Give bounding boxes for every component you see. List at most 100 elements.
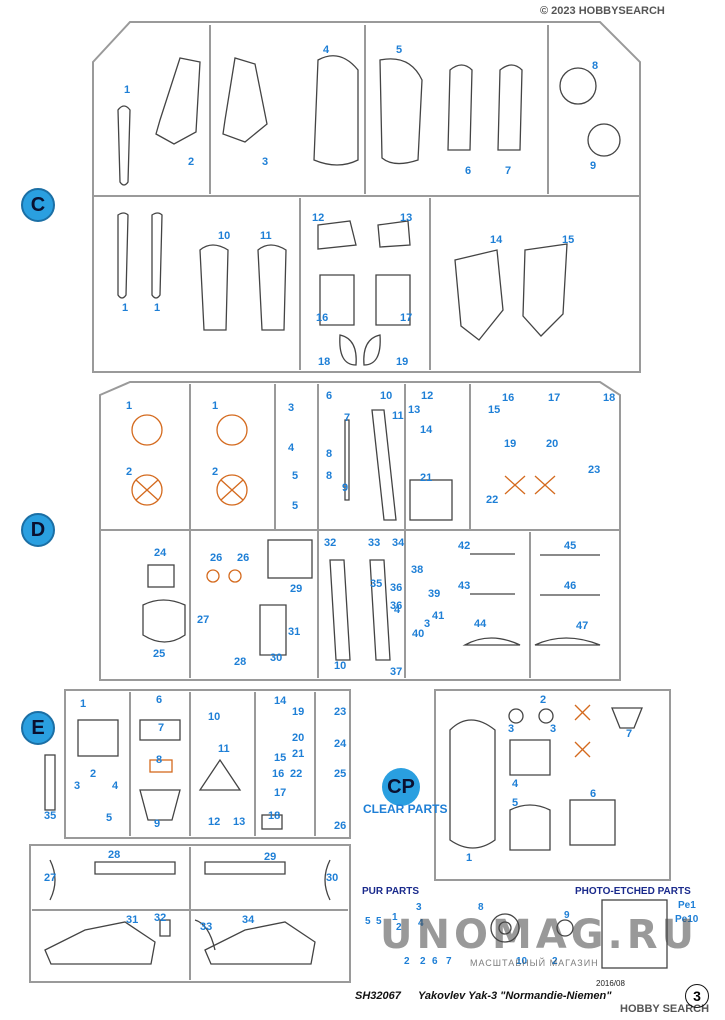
part-c2: [155, 57, 201, 145]
part-number-e-30: 30: [326, 872, 339, 884]
part-number-c-16: 16: [316, 312, 329, 324]
part-number-e-7: 7: [158, 722, 165, 734]
part-e11: [198, 758, 242, 791]
part-number-e-31: 31: [126, 914, 139, 926]
part-number-d-10: 10: [334, 660, 347, 672]
part-number-e-25: 25: [334, 768, 347, 780]
part-number-c-6: 6: [465, 165, 472, 177]
part-number-pur-1: 1: [392, 912, 398, 923]
part-number-pur-5: 5: [376, 916, 382, 927]
part-number-c-4: 4: [323, 44, 330, 56]
part-c18: [339, 334, 357, 366]
part-number-e-17: 17: [274, 787, 287, 799]
part-number-e-1: 1: [80, 698, 87, 710]
part-number-d-5: 5: [292, 470, 299, 482]
part-e33: [194, 919, 216, 951]
footer-title: Yakovlev Yak-3 "Normandie-Niemen": [418, 990, 612, 1002]
part-d2a: [131, 474, 163, 506]
part-number-cp-5: 5: [512, 797, 519, 809]
part-number-d-7: 7: [344, 412, 351, 424]
part-cp5: [509, 804, 551, 851]
part-cp4: [509, 739, 551, 776]
part-number-pur-3: 3: [416, 902, 422, 913]
part-d24: [147, 564, 175, 588]
part-d30: [259, 604, 287, 656]
part-number-e-32: 32: [154, 912, 167, 924]
part-number-d-14: 14: [420, 424, 433, 436]
part-c5: [379, 58, 423, 165]
part-number-cp-6: 6: [590, 788, 597, 800]
part-number-d-34: 34: [392, 537, 405, 549]
part-number-d-28: 28: [234, 656, 247, 668]
photo-etched-caption: PHOTO-ETCHED PARTS: [575, 886, 691, 897]
part-number-d-21: 21: [420, 472, 433, 484]
part-number-pur-2: 2: [404, 956, 410, 967]
part-number-d-2: 2: [126, 466, 133, 478]
part-number-d-47: 47: [576, 620, 589, 632]
part-number-c-2: 2: [188, 156, 195, 168]
part-number-c-18: 18: [318, 356, 331, 368]
part-number-d-6: 6: [326, 390, 333, 402]
part-number-e-2: 2: [90, 768, 97, 780]
part-number-e-24: 24: [334, 738, 347, 750]
part-number-e-9: 9: [154, 818, 161, 830]
part-number-d-46: 46: [564, 580, 577, 592]
part-number-pur-8: 8: [478, 902, 484, 913]
part-c1a: [117, 212, 129, 299]
part-number-d-36: 36: [390, 600, 403, 612]
part-d1b: [216, 414, 248, 446]
part-number-d-8: 8: [326, 470, 333, 482]
part-c8: [559, 67, 597, 105]
part-e2: [77, 719, 119, 757]
part-number-d-40: 40: [412, 628, 425, 640]
part-number-e-3: 3: [74, 780, 81, 792]
part-number-c-1: 1: [154, 302, 161, 314]
part-pur8: [490, 913, 520, 943]
hobbysearch-corner: © 2023 HOBBYSEARCH: [540, 5, 665, 17]
part-number-e-23: 23: [334, 706, 347, 718]
sprue-cp-badge: CP: [382, 768, 420, 806]
part-number-c-8: 8: [592, 60, 599, 72]
part-c17: [375, 274, 411, 326]
part-c6: [447, 64, 473, 151]
part-number-pur-9: 9: [564, 910, 570, 921]
part-number-d-38: 38: [411, 564, 424, 576]
part-number-pur-2: 2: [396, 922, 402, 933]
part-number-d-2: 2: [212, 466, 219, 478]
part-number-pur-7: 7: [446, 956, 452, 967]
part-number-d-44: 44: [474, 618, 487, 630]
part-number-pur-10: 10: [516, 956, 528, 967]
part-d29: [267, 539, 313, 579]
part-number-d-43: 43: [458, 580, 471, 592]
part-d25: [142, 599, 186, 643]
part-number-e-12: 12: [208, 816, 221, 828]
part-number-d-19: 19: [504, 438, 517, 450]
part-number-e-29: 29: [264, 851, 277, 863]
part-number-pur-2: 2: [552, 956, 558, 967]
part-number-c-15: 15: [562, 234, 575, 246]
part-number-c-19: 19: [396, 356, 409, 368]
sprue-c-badge: C: [21, 188, 55, 222]
part-e29: [204, 861, 286, 875]
part-d33: [329, 559, 351, 661]
part-d19: [409, 479, 453, 521]
part-number-c-7: 7: [505, 165, 512, 177]
part-number-d-42: 42: [458, 540, 471, 552]
part-number-d-4: 4: [288, 442, 295, 454]
part-c19: [363, 334, 381, 366]
part-number-d-20: 20: [546, 438, 559, 450]
part-number-e-5: 5: [106, 812, 113, 824]
part-number-e-18: 18: [268, 810, 281, 822]
part-number-e-33: 33: [200, 921, 213, 933]
part-e7: [139, 719, 181, 741]
part-d34: [369, 559, 391, 661]
pe1-label: Pe1: [678, 900, 696, 911]
part-e28: [94, 861, 176, 875]
part-number-c-9: 9: [590, 160, 597, 172]
part-number-e-22: 22: [290, 768, 303, 780]
part-number-e-16: 16: [272, 768, 285, 780]
part-number-c-13: 13: [400, 212, 413, 224]
watermark-brand: UNOMAG.RU: [380, 912, 699, 958]
